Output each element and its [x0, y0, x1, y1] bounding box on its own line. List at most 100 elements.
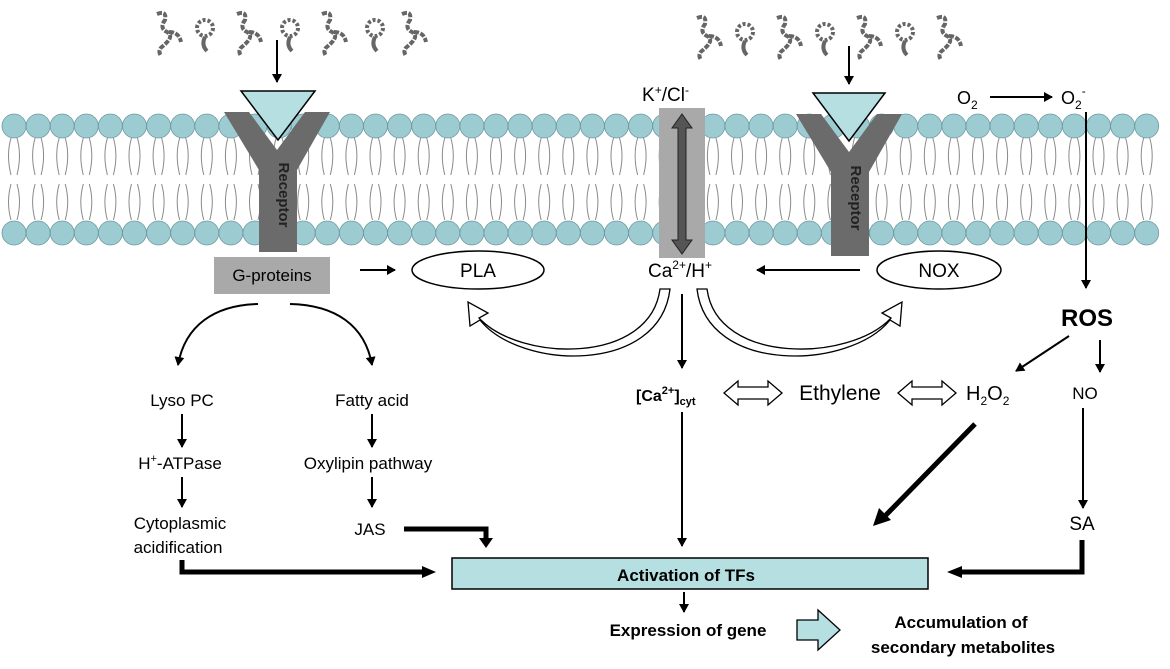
lipid-tail-bottom [321, 183, 334, 221]
lipid-head-bottom [917, 220, 943, 246]
lipid-head-bottom [941, 220, 967, 246]
lipid-head-top [555, 113, 581, 139]
lipid-tail-top [972, 137, 984, 176]
cyto-label-1: Cytoplasmic [134, 514, 227, 533]
lipid-tail-bottom [1092, 183, 1105, 221]
lipid-tail-bottom [80, 183, 93, 221]
lipid-tail-bottom [1020, 183, 1033, 221]
elicitor-tail [821, 40, 829, 57]
lipid-tail-bottom [369, 183, 382, 221]
lipid-tail-top [562, 137, 575, 176]
elicitor-squiggle [696, 14, 723, 62]
lipid-tail-top [200, 137, 213, 176]
lipid-head-bottom [338, 220, 364, 246]
lipid-head-top [194, 113, 220, 139]
lipid-head-top [1134, 113, 1160, 139]
lipid-head-top [1, 113, 27, 139]
ca-to-pla-hollow-arrow [467, 288, 671, 357]
ros-to-h2o2-arrow [1015, 335, 1070, 372]
lipid-head-bottom [483, 220, 509, 246]
lipid-tail-bottom [393, 183, 406, 221]
bidirectional-arrow-icon [671, 113, 693, 255]
lipid-tail-bottom [755, 183, 768, 221]
lipid-head-bottom [580, 220, 605, 246]
cacyt-ethylene-double-arrow-icon [723, 379, 783, 407]
lipid-tail-top [1140, 137, 1153, 176]
h-atpase-label: H+-ATPase [138, 453, 222, 473]
lipid-head-top [772, 113, 798, 139]
lipid-head-bottom [1013, 220, 1039, 246]
lipid-head-top [459, 113, 485, 139]
lipid-head-top [387, 113, 413, 139]
cyto-arrowhead-icon [422, 566, 436, 578]
g-proteins-label: G-proteins [232, 266, 311, 285]
lipid-head-top [49, 113, 75, 139]
block-arrow-icon [796, 608, 841, 652]
lipid-head-bottom [363, 220, 388, 246]
lyso-pc-label: Lyso PC [150, 391, 214, 410]
o2-label: O2 [957, 88, 978, 112]
ion-channel: K+/Cl- [642, 83, 705, 258]
elicitor-ring [365, 18, 385, 38]
pla-node [411, 250, 545, 290]
lipid-head-bottom [218, 220, 244, 246]
lipid-tail-top [755, 137, 768, 176]
lipid-tail-top [393, 137, 406, 176]
h2o2-to-tfs-line [882, 422, 977, 519]
lipid-tail-bottom [972, 183, 984, 221]
lipid-head-top [507, 113, 533, 139]
lipid-tail-top [128, 137, 141, 176]
lipid-tail-top [1116, 137, 1129, 176]
lipid-tail-bottom [465, 183, 478, 221]
lipid-head-top [628, 113, 653, 139]
elicitor-tail [371, 36, 379, 53]
receptor-right: Receptor [796, 46, 902, 256]
elicitor-tail [741, 40, 749, 57]
lipid-head-bottom [314, 220, 340, 246]
ethylene-label: Ethylene [799, 382, 881, 405]
lipid-bilayer [1, 113, 1160, 246]
lipid-head-top [1037, 113, 1063, 139]
lipid-head-bottom [411, 220, 437, 246]
lipid-head-bottom [989, 220, 1015, 246]
lipid-head-bottom [1086, 220, 1111, 246]
accumulation-label-1: Accumulation of [894, 613, 1028, 632]
lipid-tail-top [947, 137, 960, 176]
lipid-head-bottom [122, 220, 147, 246]
lipid-tail-top [490, 137, 502, 176]
gprot-to-fattyacid-arrow [289, 303, 376, 366]
lipid-tail-bottom [1044, 183, 1057, 221]
lipid-tail-top [417, 137, 430, 176]
lipid-tail-bottom [8, 183, 20, 221]
lipid-tail-top [32, 137, 45, 176]
nox-label: NOX [918, 261, 960, 282]
lipid-head-top [748, 113, 774, 139]
expression-label: Expression of gene [610, 621, 767, 640]
lipid-tail-top [731, 137, 743, 176]
lipid-tail-bottom [152, 183, 165, 221]
elicitor-tail [901, 40, 909, 57]
lipid-tail-top [706, 137, 719, 176]
lipid-head-top [146, 113, 172, 139]
elicitor-squiggle [776, 14, 803, 62]
lipid-tail-top [104, 137, 117, 176]
lipid-tail-top [465, 137, 478, 176]
elicitor-squiggle [156, 10, 183, 58]
channel-label: K+/Cl- [642, 83, 689, 106]
fatty-acid-label: Fatty acid [335, 391, 409, 410]
elicitor-tail [286, 36, 294, 53]
sa-label: SA [1069, 514, 1095, 535]
lipid-head-bottom [194, 220, 220, 246]
receptor-left-label: Receptor [275, 162, 292, 227]
lipid-head-top [1013, 113, 1039, 139]
lipid-head-top [724, 113, 750, 139]
lipid-tail-top [345, 137, 358, 176]
lipid-tail-bottom [56, 183, 69, 221]
lipid-head-top [1086, 113, 1111, 139]
lipid-tail-top [176, 137, 189, 176]
receptor-left-triangle [239, 90, 317, 142]
lipid-tail-bottom [200, 183, 213, 221]
lipid-head-top [531, 113, 557, 139]
lipid-head-bottom [73, 220, 99, 246]
lipid-head-bottom [170, 220, 196, 246]
